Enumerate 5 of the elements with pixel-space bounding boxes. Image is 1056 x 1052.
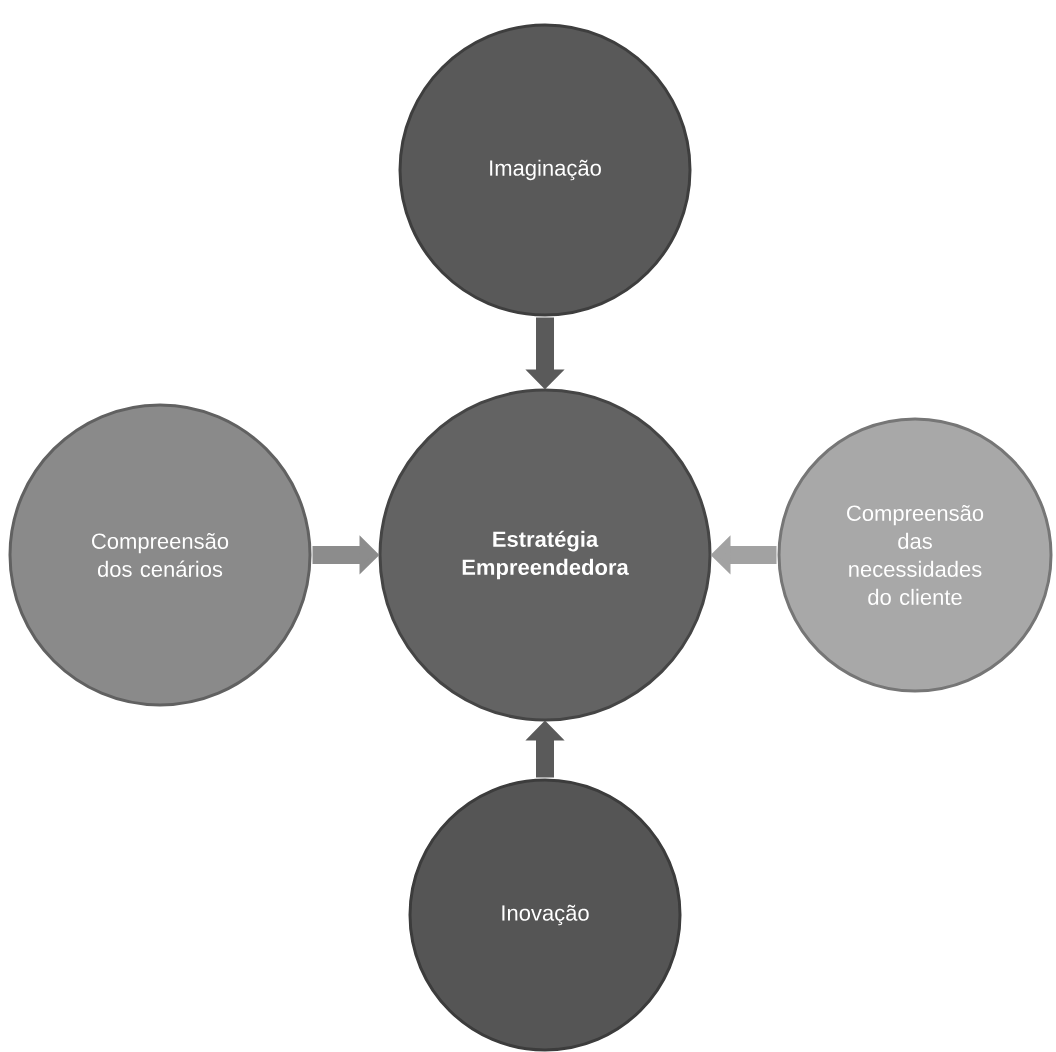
- circle-node: Compreensão dos cenários: [8, 403, 312, 707]
- circle-node: Imaginação: [398, 23, 692, 317]
- circle-node: Estratégia Empreendedora: [378, 388, 712, 722]
- circle-node: Compreensão das necessidades do cliente: [777, 417, 1053, 693]
- circle-node: Inovação: [408, 778, 682, 1052]
